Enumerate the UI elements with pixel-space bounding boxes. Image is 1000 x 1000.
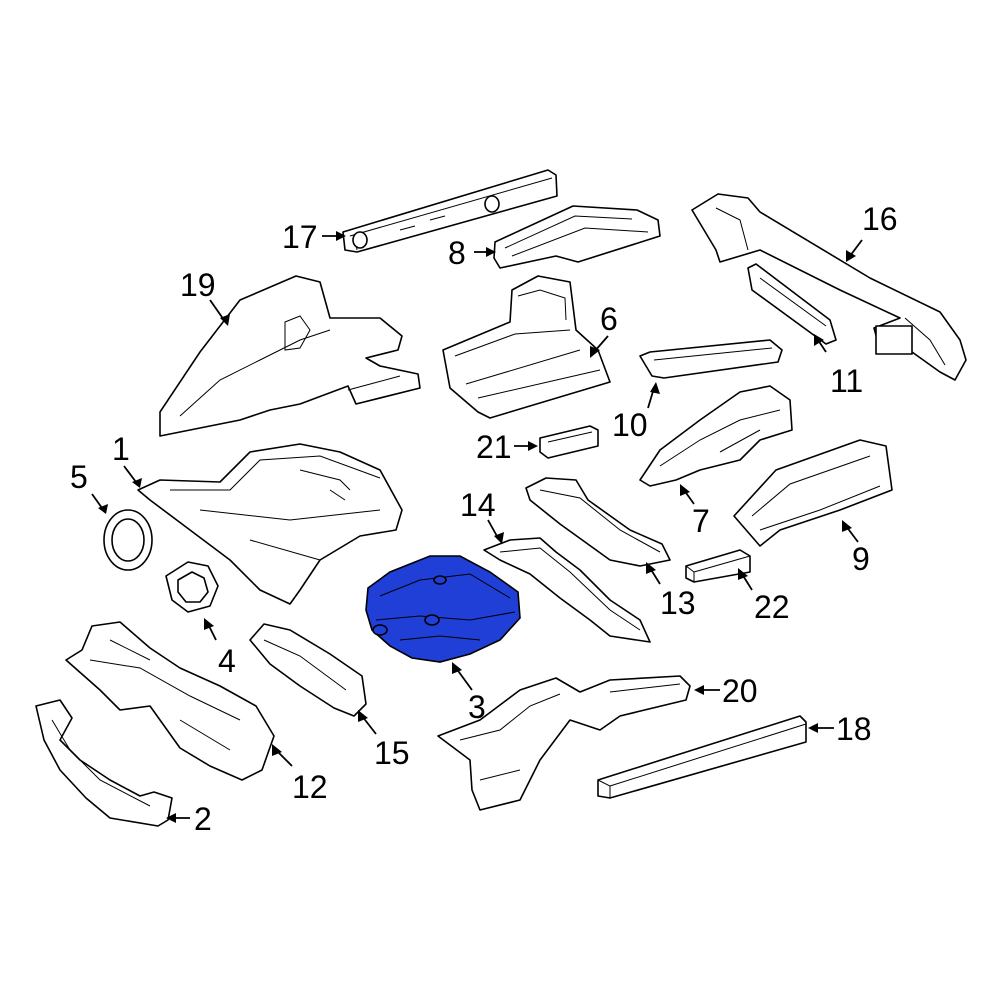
callout-18: 18 [836,711,872,747]
callout-4: 4 [218,643,236,679]
leader-lines [91,231,863,823]
part-20-wheelhouse-rear [437,675,691,811]
part-22-block [685,549,751,583]
callout-19: 19 [180,267,216,303]
part-8-panel [493,205,661,269]
part-9-rocker [733,439,893,547]
part-4-grommet [165,561,219,613]
callout-21: 21 [476,429,512,465]
callout-3: 3 [468,689,486,725]
callout-12: 12 [292,769,328,805]
part-3-shield-highlighted [365,555,521,663]
part-3-fill [365,555,521,663]
part-17-cross-member [342,169,558,253]
part-10-strip [639,339,783,379]
part-2-front-structure [35,699,173,827]
part-15-bracket [249,623,367,717]
callout-13: 13 [660,585,696,621]
callout-labels: 17 8 16 11 19 6 10 7 21 1 5 4 9 13 14 22… [70,201,898,837]
callout-22: 22 [754,589,790,625]
callout-8: 8 [448,235,466,271]
part-19-wheelhouse [159,275,421,437]
callout-14: 14 [460,487,496,523]
part-14-frame-rail [483,537,651,643]
part-11-bracket [747,263,837,345]
callout-11: 11 [830,363,863,399]
part-12-tunnel [65,621,275,781]
callout-10: 10 [612,407,648,443]
part-1-floor-pan [137,443,403,605]
callout-1: 1 [112,431,130,467]
callout-17: 17 [282,219,318,255]
part-7-housing [639,385,793,487]
part-13-cross-member [525,477,671,567]
part-16-rail [691,193,967,381]
callout-7: 7 [692,503,710,539]
part-5-ring [103,509,153,571]
part-6-tub [442,275,611,419]
callout-5: 5 [70,459,88,495]
part-18-bar [597,715,807,799]
callout-15: 15 [374,735,410,771]
part-21-small-bracket [539,425,599,459]
callout-20: 20 [722,673,758,709]
callout-16: 16 [862,201,898,237]
callout-9: 9 [852,541,870,577]
callout-2: 2 [194,801,212,837]
callout-6: 6 [600,301,618,337]
